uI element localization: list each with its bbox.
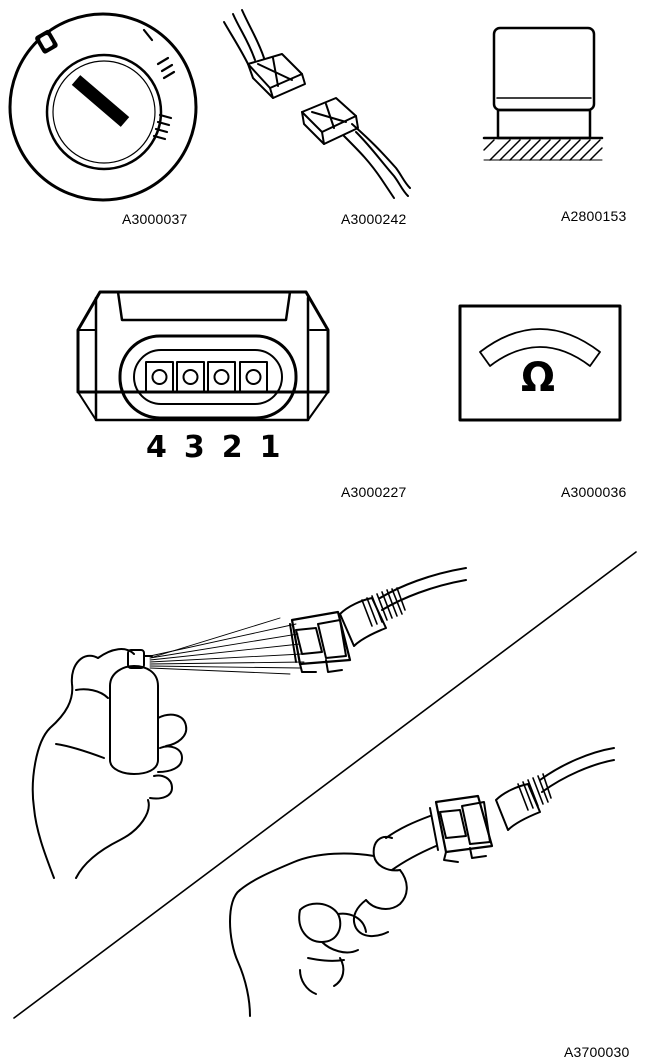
reconnect-connector-illustration <box>229 747 615 1017</box>
figure-code-connector-disconnect: A3000242 <box>341 211 407 227</box>
hand-holding-connector <box>229 836 408 1017</box>
hand-holding-spray-can <box>31 648 188 879</box>
ohmmeter-illustration <box>458 304 622 422</box>
figure-code-spray-and-reconnect: A3700030 <box>564 1044 630 1060</box>
connector-pin-numbers: 4321 <box>146 430 298 465</box>
figure-code-component-on-base: A2800153 <box>561 208 627 224</box>
switch-position-marks <box>142 28 176 141</box>
ohm-symbol: Ω <box>521 355 556 401</box>
connector-disconnect-illustration <box>223 9 411 199</box>
connector-pin-cavities <box>145 361 268 393</box>
ignition-switch-illustration <box>8 12 198 202</box>
four-pin-connector-illustration <box>76 290 330 422</box>
spray-can <box>109 649 159 775</box>
component-on-base-illustration <box>482 26 604 161</box>
figure-code-ohmmeter: A3000036 <box>561 484 627 500</box>
figure-code-connector-pins: A3000227 <box>341 484 407 500</box>
spray-contact-cleaner-illustration <box>31 567 467 879</box>
divider-line <box>13 551 637 1019</box>
figure-code-ignition-switch: A3000037 <box>122 211 188 227</box>
switch-position-0-marker <box>35 29 58 54</box>
